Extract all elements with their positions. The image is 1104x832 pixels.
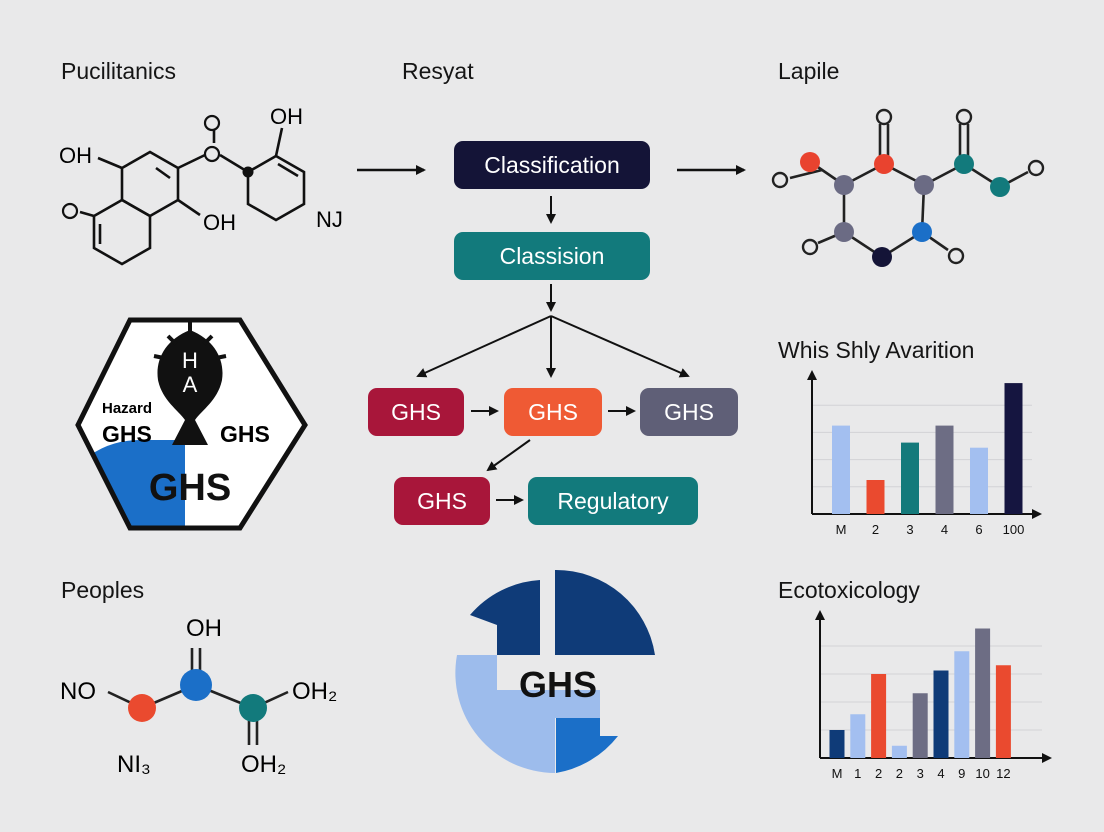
bar (871, 674, 887, 758)
x-tick-label: 6 (975, 522, 982, 537)
atom-oxygen-ring (875, 108, 893, 126)
classision-box: Classision (454, 232, 650, 280)
ghs-box-crimson-lower: GHS (394, 477, 490, 525)
bar (1004, 383, 1023, 514)
x-tick-label: 9 (958, 766, 965, 781)
header-left: Pucilitanics (61, 58, 177, 84)
atom-red (128, 694, 156, 722)
molecule-1-oxygen-ring (203, 114, 221, 132)
ghs-pie-graphic: GHS (455, 569, 655, 773)
x-tick-label: 3 (917, 766, 924, 781)
x-tick-label: 2 (872, 522, 879, 537)
bar (975, 628, 991, 758)
regulatory-box: Regulatory (528, 477, 698, 525)
molecule-3-oh-label: OH (186, 615, 222, 642)
atom-gray (914, 175, 934, 195)
ghs-box-crimson: GHS (368, 388, 464, 436)
molecule-1 (79, 127, 306, 266)
hazard-ghs-left: GHS (102, 421, 152, 447)
x-tick-label: 1 (854, 766, 861, 781)
chart-2-title: Ecotoxicology (778, 577, 920, 603)
bar (891, 745, 907, 758)
atom-teal (239, 694, 267, 722)
bar (850, 714, 866, 758)
molecule-1-node (242, 166, 254, 178)
x-tick-label: 100 (1003, 522, 1025, 537)
atom-blue (912, 222, 932, 242)
hazard-sign: H A Hazard GHS GHS GHS (75, 317, 308, 531)
ghs-box-slate: GHS (640, 388, 738, 436)
header-bottom-left: Peoples (61, 577, 145, 603)
atom-oxygen-ring (771, 171, 789, 189)
atom-blue (180, 669, 212, 701)
pie-ghs-label: GHS (519, 664, 597, 705)
x-tick-label: 2 (875, 766, 882, 781)
chart-whis-shly-avarition: M 2 3 4 6 100 (807, 370, 1042, 537)
atom-gray (834, 175, 854, 195)
molecule-3-oh2-label-lower: OH₂ (241, 751, 286, 778)
atom-gray (834, 222, 854, 242)
atom-oxygen-ring (1027, 159, 1045, 177)
molecule-1-nj-label: NJ (316, 207, 343, 232)
atom-red (874, 154, 894, 174)
atom-teal (990, 177, 1010, 197)
molecule-1-oh-label: OH (203, 210, 236, 235)
hazard-ghs-right: GHS (220, 421, 270, 447)
bar (995, 665, 1011, 758)
x-tick-label: M (832, 766, 843, 781)
molecule-1-oxygen-ring (203, 145, 221, 163)
bar (935, 425, 954, 514)
bar (954, 651, 970, 758)
bar (912, 693, 928, 758)
bar (901, 442, 919, 514)
ghs-box-orange: GHS (504, 388, 602, 436)
x-tick-label: 2 (896, 766, 903, 781)
hazard-ghs-big: GHS (149, 467, 231, 509)
atom-oxygen-ring (947, 247, 965, 265)
header-center: Resyat (402, 58, 474, 84)
molecule-3-oh2-label: OH₂ (292, 678, 337, 705)
molecule-2-atoms (771, 108, 1045, 267)
x-tick-label: 12 (996, 766, 1010, 781)
atom-teal (954, 154, 974, 174)
classification-box: Classification (454, 141, 650, 189)
x-tick-label: 3 (906, 522, 913, 537)
atom-red (800, 152, 820, 172)
x-tick-label: 4 (941, 522, 948, 537)
atom-oxygen-ring (955, 108, 973, 126)
bar (866, 480, 885, 514)
bar (829, 730, 845, 758)
atom-navy (872, 247, 892, 267)
molecule-1-oxygen-ring (61, 202, 79, 220)
molecule-3-ni3-label: NI₃ (117, 751, 151, 778)
molecule-1-oh-label: OH (59, 143, 92, 168)
x-tick-label: 4 (937, 766, 944, 781)
hazard-letter-a: A (183, 372, 198, 397)
bar (832, 425, 850, 514)
atom-oxygen-ring (801, 238, 819, 256)
chart-1-title: Whis Shly Avarition (778, 337, 975, 363)
bar (970, 447, 988, 514)
header-right: Lapile (778, 58, 840, 84)
x-tick-label: M (836, 522, 847, 537)
hazard-letter-h: H (182, 348, 198, 373)
flow-arrows (416, 196, 690, 505)
bar (933, 670, 949, 758)
molecule-1-oh-label: OH (270, 104, 303, 129)
x-tick-label: 10 (975, 766, 989, 781)
molecule-3-no-label: NO (60, 678, 96, 705)
hazard-label: Hazard (102, 400, 152, 417)
